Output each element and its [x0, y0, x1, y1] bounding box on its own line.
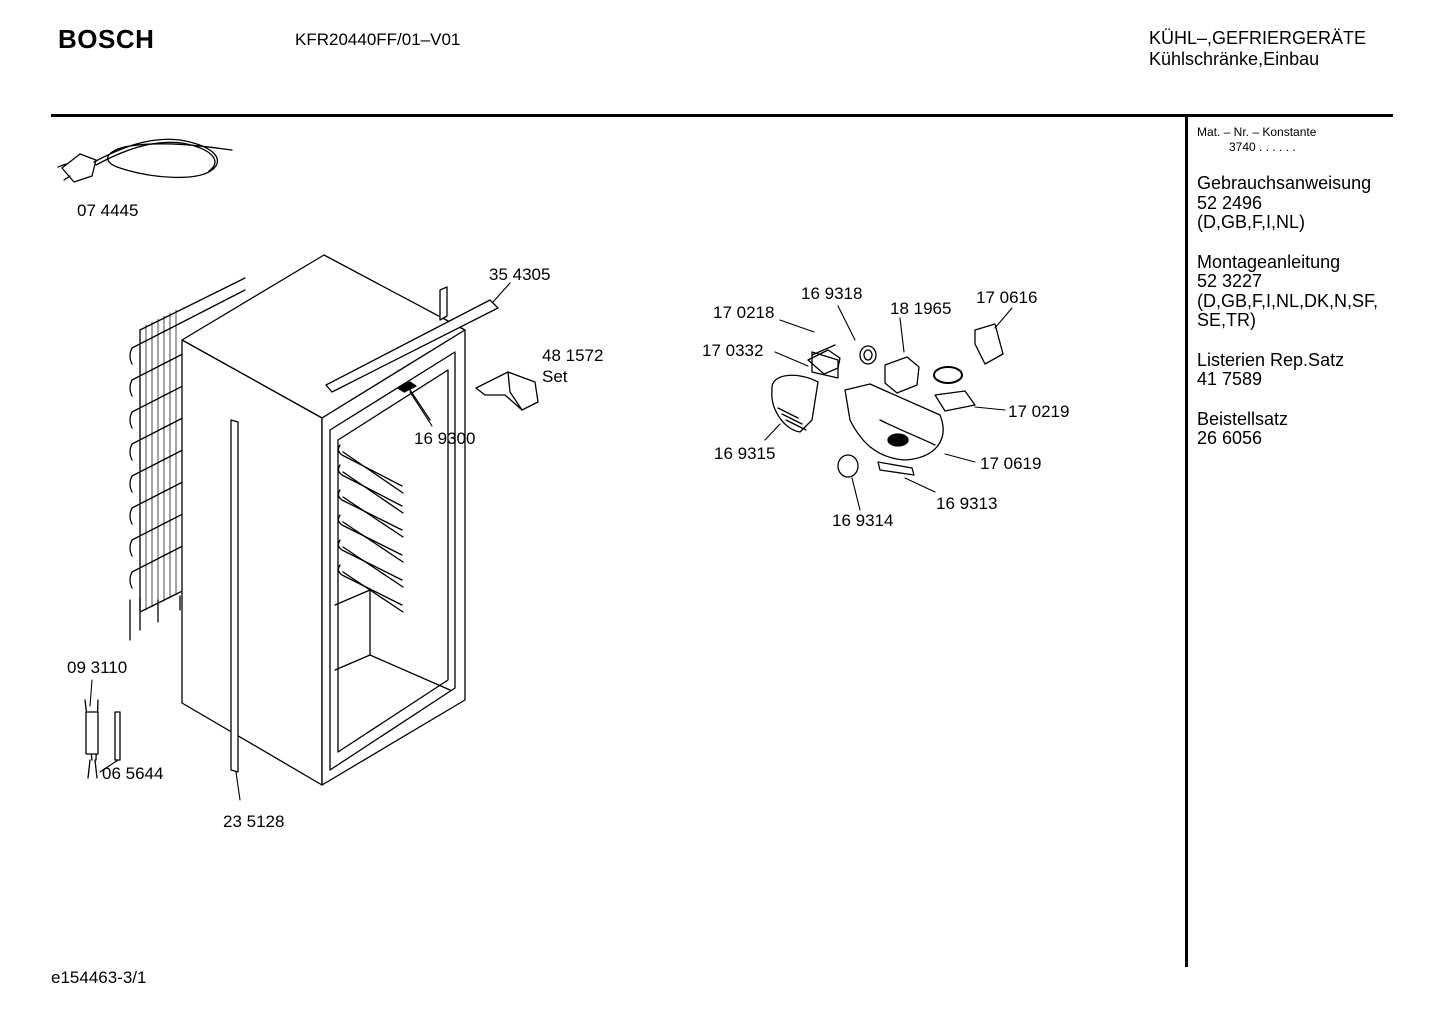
part-label: 16 9314	[832, 511, 894, 530]
entry-number: 41 7589	[1197, 369, 1263, 389]
part-label: 48 1572	[542, 346, 604, 365]
part-label: 17 0332	[702, 341, 764, 360]
entry-title: Montageanleitung	[1197, 251, 1341, 272]
part-label: 18 1965	[890, 299, 952, 318]
category: KÜHL–,GEFRIERGERÄTE Kühlschränke,Einbau	[1149, 28, 1366, 70]
leader-lines	[89, 282, 1013, 801]
entry-number: 52 2496	[1197, 192, 1263, 213]
part-label: 17 0219	[1008, 402, 1070, 421]
sidebar-entry: Listerien Rep.Satz 41 7589	[1197, 349, 1437, 390]
part-label: 16 9315	[714, 444, 776, 463]
part-label: 17 0619	[980, 454, 1042, 473]
part-label: 16 9313	[936, 494, 998, 513]
part-label: 16 9318	[801, 284, 863, 303]
part-label: 23 5128	[223, 812, 285, 831]
power-cord-icon	[57, 138, 233, 183]
header-rule	[51, 114, 1393, 117]
mat-title: Mat. – Nr. – Konstante	[1197, 125, 1317, 139]
entry-title: Beistellsatz	[1197, 408, 1289, 429]
category-line-1: KÜHL–,GEFRIERGERÄTE	[1149, 28, 1367, 48]
set-bracket-icon	[475, 371, 539, 411]
entry-title: Gebrauchsanweisung	[1197, 173, 1372, 193]
mat-value: 3740 . . . . . .	[1229, 140, 1296, 154]
entry-number: 26 6056	[1197, 428, 1263, 448]
entry-number: 52 3227	[1197, 271, 1263, 291]
part-label: 07 4445	[77, 201, 139, 220]
cabinet-icon	[181, 254, 499, 786]
part-label: Set	[542, 367, 568, 386]
part-label: 09 3110	[67, 658, 128, 677]
part-label: 35 4305	[489, 265, 551, 284]
brand-logo: BOSCH	[58, 24, 155, 54]
sidebar: Mat. – Nr. – Konstante 3740 . . . . . . …	[1197, 124, 1437, 449]
lamp-housing-icon	[771, 323, 1004, 478]
model-number: KFR20440FF/01–V01	[295, 30, 461, 49]
sidebar-entry: Montageanleitung 52 3227 (D,GB,F,I,NL,DK…	[1197, 251, 1437, 331]
sidebar-divider	[1185, 117, 1188, 967]
sidebar-entry: Beistellsatz 26 6056	[1197, 408, 1437, 449]
entry-note: (D,GB,F,I,NL)	[1197, 212, 1306, 232]
part-label: 06 5644	[102, 764, 164, 783]
entry-title: Listerien Rep.Satz	[1197, 349, 1345, 370]
part-label: 16 9300	[414, 429, 476, 448]
part-label: 17 0218	[713, 303, 775, 322]
part-label: 17 0616	[976, 288, 1038, 307]
category-line-2: Kühlschränke,Einbau	[1149, 49, 1320, 69]
entry-note: (D,GB,F,I,NL,DK,N,SF, SE,TR)	[1197, 290, 1379, 330]
sidebar-entry: Gebrauchsanweisung 52 2496 (D,GB,F,I,NL)	[1197, 173, 1437, 233]
drawing-code: e154463-3/1	[51, 968, 147, 987]
